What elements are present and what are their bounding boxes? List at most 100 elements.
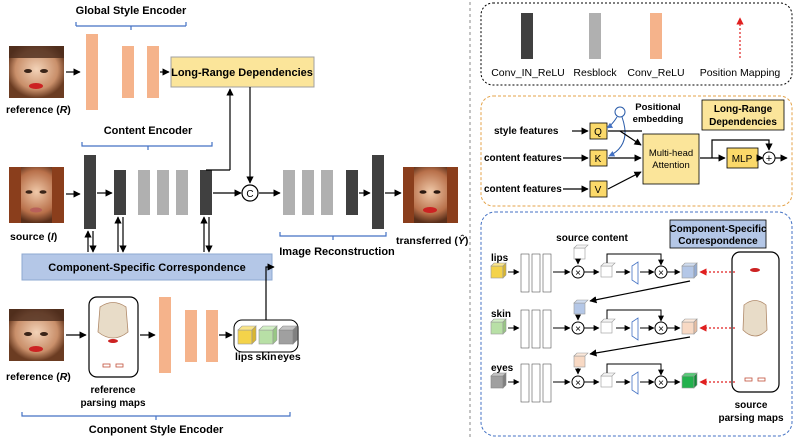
legend-label-conv-in-relu: Conv_IN_ReLU [491,67,565,79]
source-image [9,167,64,223]
cse-block-3 [206,310,218,362]
reference-image-bottom [9,309,64,361]
svg-text:×: × [658,268,664,279]
reference-label-top: reference (R) [6,104,71,116]
cse-block-1 [159,297,171,373]
lrd-panel-title-1: Long-Range [714,104,773,115]
v-box [589,180,608,198]
csc-panel-title-1: Component-Specific [669,224,767,235]
legend-box [480,2,793,86]
component-label-eyes: eyes [277,351,301,363]
arrow-v-to-attn [607,171,642,190]
source-parsing-maps-label-1: source [735,400,768,411]
multi-head-attention-box [642,133,700,185]
eyes-cube [278,325,298,345]
source-content-label: source content [556,233,628,244]
q-box [589,122,608,140]
arrow-skin-to-eyes [589,336,691,357]
ir-block-2 [372,155,384,229]
svg-text:×: × [575,324,581,335]
global-style-encoder-label: Global Style Encoder [76,5,187,17]
gse-block-1 [86,34,98,110]
k-box [589,149,608,167]
component-specific-correspondence-box [21,253,273,281]
arrow-q-to-attn-v [619,130,642,146]
lrd-row-label-style: style features [494,126,559,137]
residual-path [711,139,773,158]
mlp-label: MLP [732,154,753,165]
legend-swatch-conv-in-relu [521,13,533,59]
ce-resblock-3 [176,170,188,215]
concat-node [241,184,259,202]
k-label: K [595,154,602,165]
image-reconstruction-brace [279,232,387,240]
ir-block-1 [346,170,358,215]
global-style-brace [75,22,187,30]
csc-row-label-lips: lips [491,253,509,264]
svg-text:×: × [658,324,664,335]
csc-row-lips: × × [490,244,735,293]
csc-row-label-eyes: eyes [491,363,514,374]
v-label: V [595,185,602,196]
multi-head-attention-label-1: Multi-head [649,148,693,159]
source-map-lips [750,268,760,272]
transferred-image [403,167,458,223]
source-map-skin [742,300,768,337]
ir-resblock-1 [283,170,295,215]
lips-cube [237,325,257,345]
positional-embedding-label-2: embedding [633,114,684,125]
ce-block-3 [200,170,212,215]
cse-block-2 [185,310,197,362]
component-style-encoder-brace [21,412,291,420]
image-reconstruction-label: Image Reconstruction [279,246,395,258]
content-encoder-label: Content Encoder [104,125,193,137]
ce-block-1 [84,155,96,229]
q-label: Q [594,127,602,138]
reference-image-top [9,46,64,98]
legend-label-conv-relu: Conv_ReLU [627,67,684,79]
transferred-label: transferred (Ŷ) [396,234,468,247]
gse-block-2 [122,46,134,98]
content-encoder-brace [81,142,213,150]
csc-row-eyes: × × [490,352,735,403]
csc-panel-title-box [669,219,767,249]
svg-text:×: × [575,268,581,279]
ce-resblock-2 [157,170,169,215]
add-symbol: + [766,153,772,165]
source-map-eye-left [744,377,753,382]
reference-label-bottom: reference (R) [6,371,71,383]
component-specific-correspondence-label: Component-Specific Correspondence [48,262,245,274]
long-range-dependencies-box [170,56,315,88]
component-label-lips: lips [235,351,253,363]
component-cubes [233,319,299,353]
reference-parsing-maps-label-2: parsing maps [80,398,145,409]
positional-embedding-node [614,106,626,118]
ir-resblock-2 [302,170,314,215]
lrd-row-label-content-1: content features [484,153,562,164]
svg-text:×: × [575,378,581,389]
concat-symbol: C [246,189,253,200]
legend-swatch-resblock [589,13,601,59]
svg-text:×: × [658,378,664,389]
lrd-panel-title-2: Dependencies [709,117,777,128]
csc-row-skin: × × [490,299,735,349]
gse-block-3 [147,46,159,98]
csc-row-label-skin: skin [491,309,511,320]
ce-block-2 [114,170,126,215]
skin-cube [258,325,278,345]
legend-label-resblock: Resblock [573,67,617,79]
legend-swatch-conv-relu [650,13,662,59]
positional-embedding-label-1: Positional [635,102,680,113]
arrow-lips-to-skin [589,280,691,304]
long-range-dependencies-label: Long-Range Dependencies [171,67,313,79]
pos-embed-to-q [606,116,618,129]
pos-embed-to-k [608,116,626,157]
parsing-map-face [97,302,129,368]
lrd-panel-title-box [701,99,785,131]
ir-resblock-3 [321,170,333,215]
legend-label-position-mapping: Position Mapping [700,67,781,79]
component-label-skin: skin [255,351,276,363]
component-style-encoder-label: Conponent Style Encoder [89,424,224,436]
arrow-components-to-csc [265,263,275,320]
